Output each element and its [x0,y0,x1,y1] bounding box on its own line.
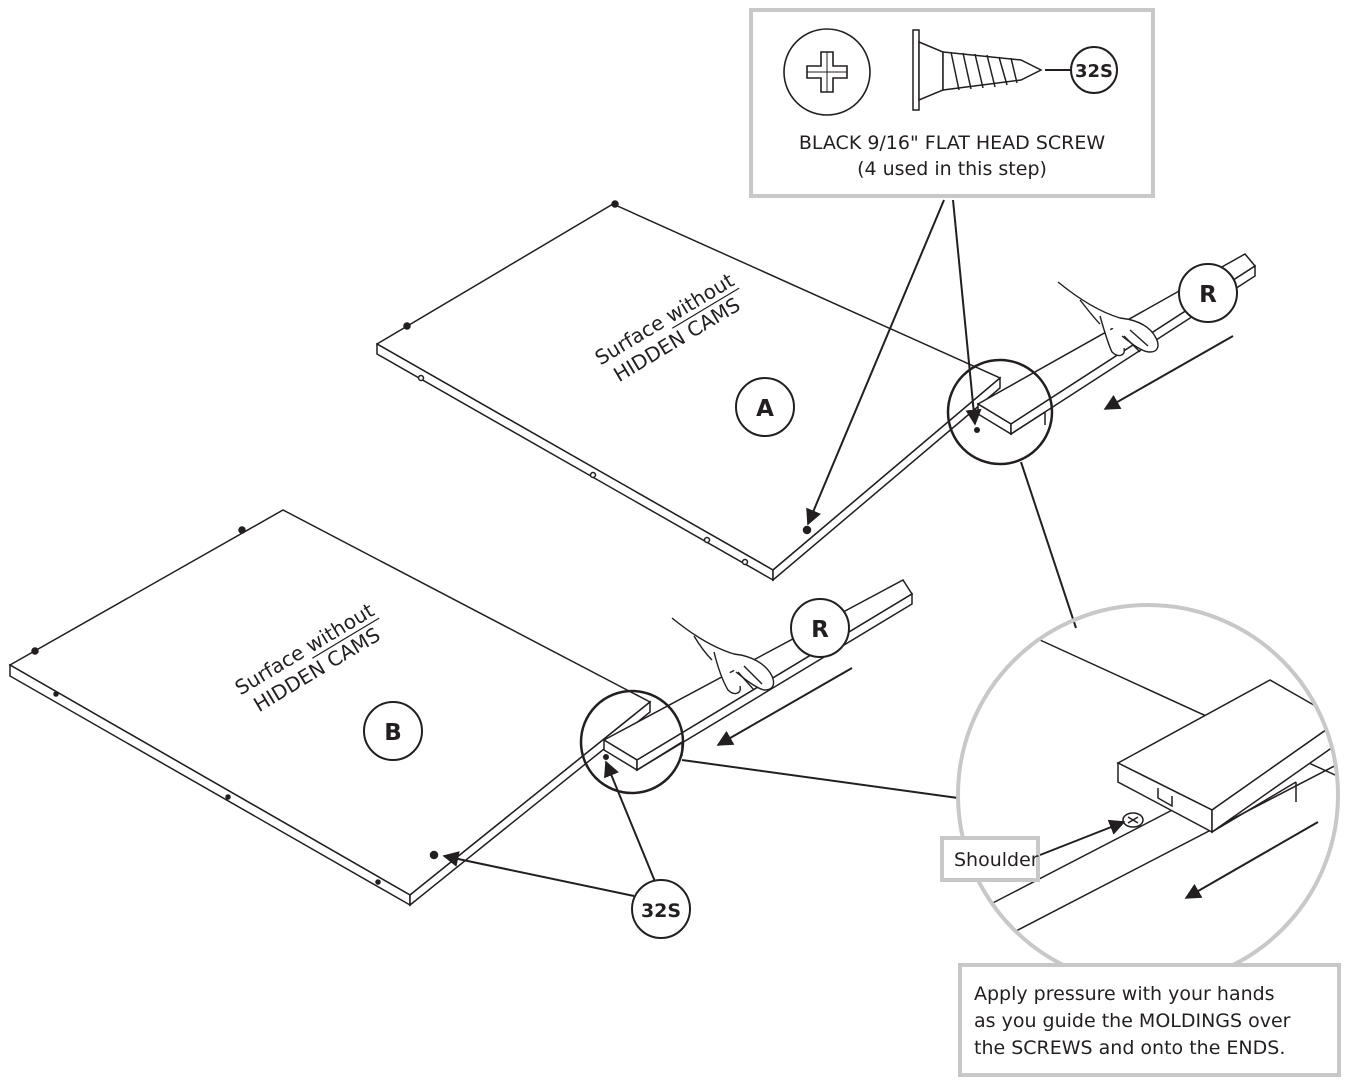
hand-icon-top [1057,281,1159,357]
label-circle-r-top [1178,263,1238,323]
instruction-box: Apply pressure with your hands as you gu… [958,963,1341,1077]
shoulder-label-box: Shoulder [940,836,1040,882]
panel-a-side-edge [772,376,1001,582]
panel-a [375,200,1002,582]
panel-b-side-edge [409,700,651,907]
hardware-part-code: 32S [1075,61,1113,82]
hardware-name: BLACK 9/16" FLAT HEAD SCREW [798,132,1106,154]
label-circle-a [735,377,795,437]
screw-side-icon [912,29,1043,111]
label-circle-32s [631,879,691,939]
molding-bottom-letter: R [811,617,829,643]
callout-part-code: 32S [641,900,681,922]
instruction-line-2: as you guide the MOLDINGS over [974,1010,1291,1032]
phillips-head-icon [783,28,871,116]
hardware-illustration: 32S [783,28,1118,116]
panel-b-top [8,509,652,896]
shoulder-label: Shoulder [954,849,1039,871]
instruction-line-3: the SCREWS and onto the ENDS. [974,1037,1286,1059]
hardware-panel: 32S BLACK 9/16" FLAT HEAD SCREW (4 used … [749,8,1155,198]
hardware-quantity: (4 used in this step) [857,158,1047,180]
label-circle-r-bottom [790,598,850,658]
molding-top-letter: R [1199,282,1217,308]
magnifier-circle-bottom [579,689,685,795]
magnifier-circle-top [946,358,1054,466]
panel-a-top [375,203,1002,571]
instruction-line-1: Apply pressure with your hands [974,983,1275,1005]
label-circle-b [363,701,423,761]
panel-a-letter: A [756,396,774,422]
panel-b [8,509,652,907]
panel-b-letter: B [384,720,402,746]
hand-icon-bottom [671,617,775,695]
detail-circle [959,639,1338,961]
